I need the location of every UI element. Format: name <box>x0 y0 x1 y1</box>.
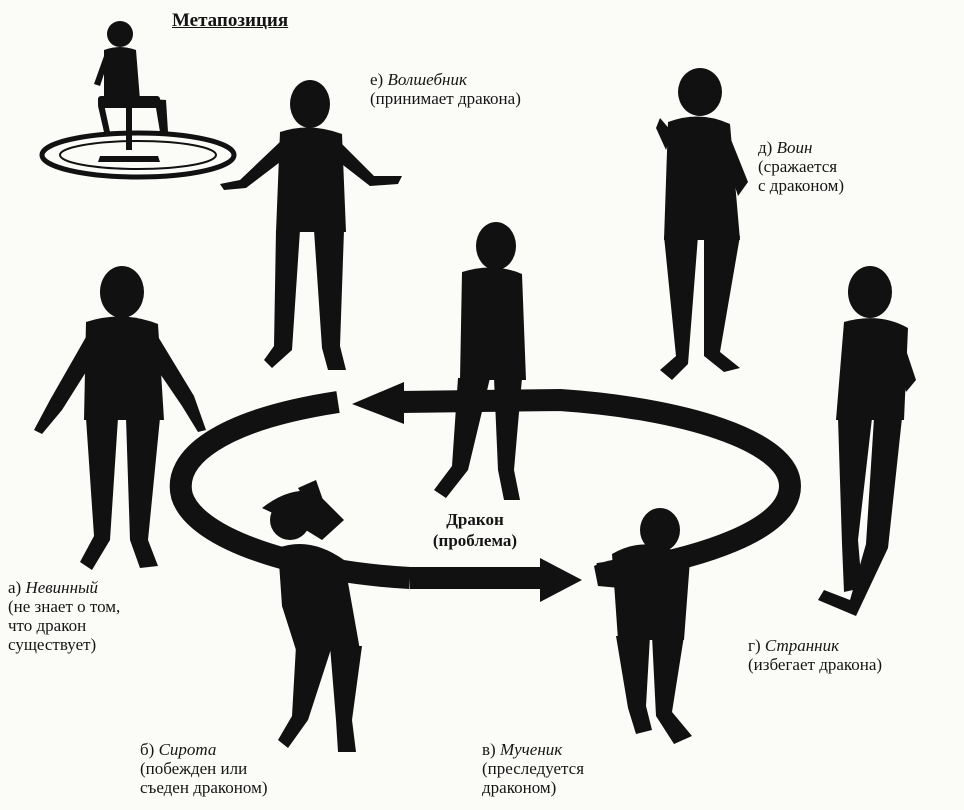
innocent-label: а) Невинный (не знает о том, что дракон … <box>8 578 120 654</box>
innocent-desc-2: что дракон <box>8 616 120 635</box>
innocent-desc-3: существует) <box>8 635 120 654</box>
metaposition-platform <box>42 133 234 177</box>
warrior-name: Воин <box>777 138 813 157</box>
orphan-figure <box>262 480 362 752</box>
warrior-desc-2: с драконом) <box>758 176 844 195</box>
wizard-label: е) Волшебник (принимает дракона) <box>370 70 521 108</box>
page-title: Метапозиция <box>172 10 288 32</box>
orphan-desc-1: (побежден или <box>140 759 267 778</box>
orphan-letter: б) <box>140 740 154 759</box>
dragon-label: Дракон (проблема) <box>407 509 543 551</box>
orphan-name: Сирота <box>159 740 217 759</box>
warrior-letter: д) <box>758 138 772 157</box>
martyr-figure <box>594 508 692 744</box>
innocent-figure <box>34 266 206 570</box>
innocent-name: Невинный <box>25 578 98 597</box>
wizard-letter: е) <box>370 70 383 89</box>
warrior-label: д) Воин (сражается с драконом) <box>758 138 844 195</box>
innocent-desc-1: (не знает о том, <box>8 597 120 616</box>
martyr-desc-2: драконом) <box>482 778 584 797</box>
wanderer-name: Странник <box>765 636 839 655</box>
dragon-label-line1: Дракон <box>446 510 504 529</box>
warrior-figure <box>656 68 748 380</box>
wanderer-label: г) Странник (избегает дракона) <box>748 636 882 674</box>
wanderer-figure <box>818 266 916 616</box>
wanderer-desc-1: (избегает дракона) <box>748 655 882 674</box>
wizard-figure <box>220 80 402 370</box>
circular-arrow-ring <box>181 382 790 602</box>
martyr-label: в) Мученик (преследуется драконом) <box>482 740 584 797</box>
orphan-label: б) Сирота (побежден или съеден драконом) <box>140 740 267 797</box>
wizard-name: Волшебник <box>387 70 466 89</box>
dragon-label-line2: (проблема) <box>433 531 517 550</box>
wanderer-letter: г) <box>748 636 761 655</box>
martyr-name: Мученик <box>500 740 562 759</box>
innocent-letter: а) <box>8 578 21 597</box>
orphan-desc-2: съеден драконом) <box>140 778 267 797</box>
martyr-letter: в) <box>482 740 496 759</box>
warrior-desc-1: (сражается <box>758 157 844 176</box>
wizard-desc-1: (принимает дракона) <box>370 89 521 108</box>
dragon-figure <box>434 222 526 500</box>
martyr-desc-1: (преследуется <box>482 759 584 778</box>
